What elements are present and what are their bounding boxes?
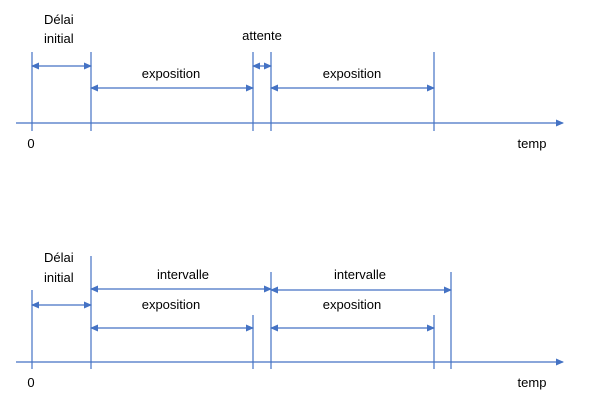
- top-exposition2-label: exposition: [323, 66, 382, 81]
- bottom-exposition2-label: exposition: [323, 297, 382, 312]
- top-diagram: [16, 52, 564, 131]
- bottom-delay-label-line2: initial: [44, 270, 74, 285]
- bottom-axis-origin-label: 0: [27, 375, 34, 390]
- bottom-interval2-label: intervalle: [334, 267, 386, 282]
- bottom-axis-end-label: temp: [518, 375, 547, 390]
- top-axis-end-label: temp: [518, 136, 547, 151]
- top-exposition1-label: exposition: [142, 66, 201, 81]
- bottom-interval1-label: intervalle: [157, 267, 209, 282]
- bottom-diagram: [16, 256, 564, 369]
- top-delay-label-line2: initial: [44, 31, 74, 46]
- top-axis-origin-label: 0: [27, 136, 34, 151]
- top-delay-label-line1: Délai: [44, 12, 74, 27]
- top-labels: Délai initial exposition attente exposit…: [27, 12, 546, 151]
- bottom-delay-label-line1: Délai: [44, 250, 74, 265]
- bottom-labels: Délai initial intervalle intervalle expo…: [27, 250, 546, 390]
- bottom-exposition1-label: exposition: [142, 297, 201, 312]
- top-wait-label: attente: [242, 28, 282, 43]
